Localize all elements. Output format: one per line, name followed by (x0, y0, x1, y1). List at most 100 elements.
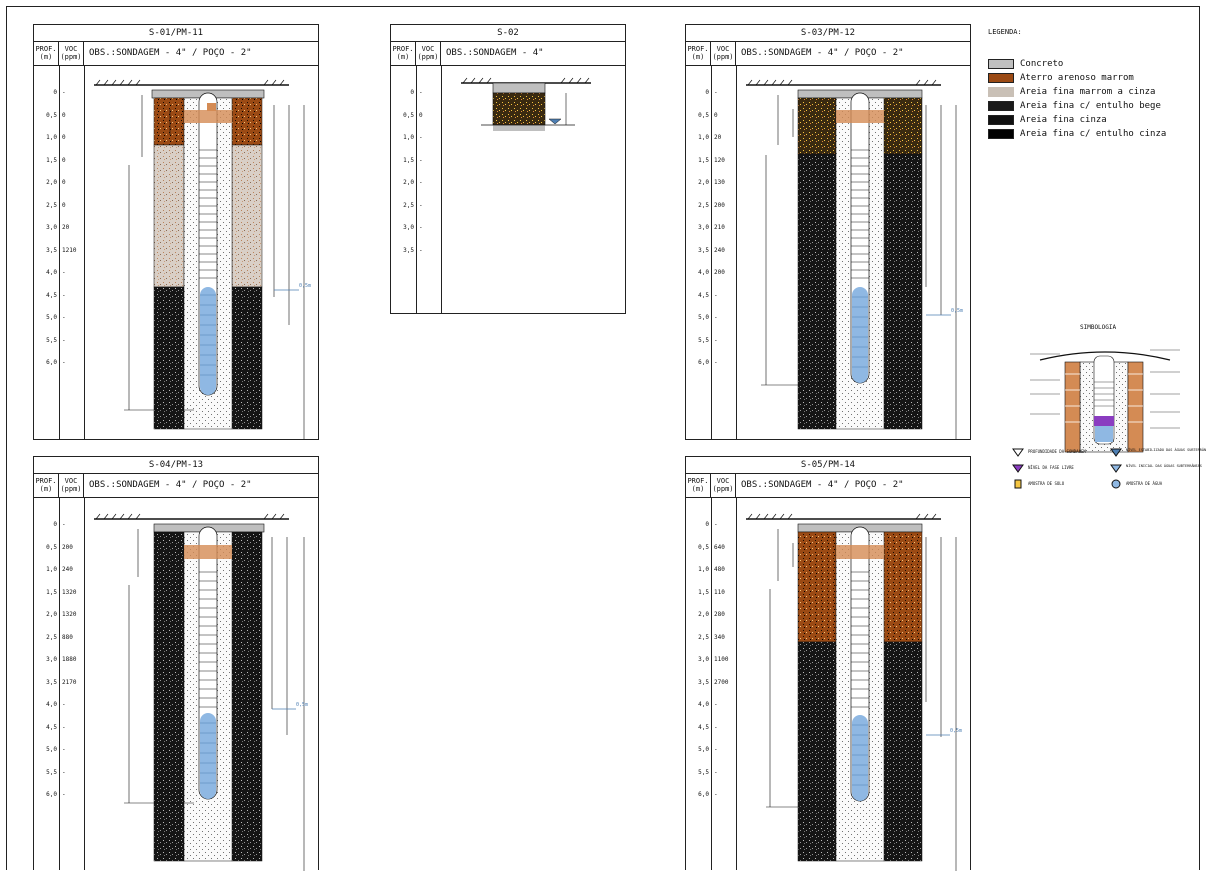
depth-value: 3,0 (46, 656, 57, 663)
depth-value: 2,0 (403, 179, 414, 186)
depth-row: 4,5- (34, 723, 84, 733)
voc-value: - (62, 359, 66, 366)
water-initial-icon (1110, 464, 1122, 473)
depth-value: 2,5 (403, 201, 414, 209)
depth-value: 2,5 (698, 201, 709, 209)
depth-value: 5,0 (46, 314, 57, 321)
voc-value: - (419, 134, 423, 141)
voc-value: 110 (714, 588, 725, 596)
log-header: PROF.(m) VOC(ppm) OBS.:SONDAGEM - 4" / P… (34, 41, 318, 66)
voc-value: - (62, 701, 66, 708)
log-header: PROF.(m) VOC(ppm) OBS.:SONDAGEM - 4" / P… (686, 473, 970, 498)
depth-row: 6,0- (34, 790, 84, 800)
depth-row: 4,0- (34, 700, 84, 710)
voc-value: 2170 (62, 678, 77, 686)
voc-value: 1210 (62, 246, 77, 254)
depth-value: 1,5 (46, 156, 57, 164)
depth-row: 5,0- (686, 745, 736, 755)
voc-value: 210 (714, 224, 725, 231)
depth-row: 0- (34, 520, 84, 530)
voc-value: 0 (62, 156, 66, 164)
voc-value: - (419, 89, 423, 96)
na-label: 0,5m (299, 283, 311, 289)
depth-value: 2,0 (46, 179, 57, 186)
voc-value: - (419, 179, 423, 186)
voc-value: 2700 (714, 678, 729, 686)
depth-value: 3,0 (46, 224, 57, 231)
well-profile-s05: 0,5m (746, 513, 962, 871)
log-panel-s02: S-02 PROF.(m) VOC(ppm) OBS.:SONDAGEM - 4… (390, 24, 626, 314)
depth-value: 5,0 (698, 746, 709, 753)
prof-header: PROF.(m) (686, 41, 711, 65)
voc-value: 0 (62, 201, 66, 209)
depth-row: 5,5- (34, 336, 84, 346)
depth-row: 5,5- (686, 768, 736, 778)
voc-header: VOC(ppm) (711, 473, 736, 497)
voc-value: 200 (62, 543, 73, 551)
water-stabilized-icon (1110, 448, 1122, 457)
depth-row: 3,5 2170 (34, 678, 84, 688)
depth-row: 4,5- (34, 291, 84, 301)
voc-header: VOC(ppm) (59, 41, 84, 65)
voc-value: 1100 (714, 656, 729, 663)
well-profile-s03: 0,5m (746, 79, 963, 439)
voc-value: - (62, 291, 66, 299)
depth-value: 0 (410, 89, 414, 96)
voc-value: - (62, 336, 66, 344)
depth-value: 3,0 (698, 656, 709, 663)
depth-value: 3,5 (46, 678, 57, 686)
log-title: S-01/PM-11 (34, 25, 318, 42)
voc-value: - (714, 521, 718, 528)
legend-item-areia-cinza: Areia fina cinza (988, 114, 1198, 128)
symbology-label: PROFUNDIDADE DA SONDAGEM (1028, 449, 1086, 454)
voc-value: - (714, 701, 718, 708)
symbology-diagram (1030, 349, 1180, 453)
voc-header: VOC(ppm) (711, 41, 736, 65)
voc-value: 340 (714, 633, 725, 641)
depth-value: 6,0 (46, 359, 57, 366)
log-panel-s01: S-01/PM-11 PROF.(m) VOC(ppm) OBS.:SONDAG… (33, 24, 319, 440)
depth-row: 2,0- (391, 178, 441, 188)
na-label: 0,5m (950, 728, 962, 734)
depth-value: 6,0 (698, 359, 709, 366)
na-label: 0,5m (951, 308, 963, 314)
depth-value: 4,5 (46, 723, 57, 731)
depth-value: 0 (53, 89, 57, 96)
na-label: 0,5m (296, 702, 308, 708)
well-profile-s01: 0,5m (94, 79, 311, 439)
depth-value: 0 (53, 521, 57, 528)
log-header: PROF.(m) VOC(ppm) OBS.:SONDAGEM - 4" / P… (34, 473, 318, 498)
voc-value: 1880 (62, 656, 77, 663)
depth-value: 2,5 (46, 633, 57, 641)
prof-header: PROF.(m) (686, 473, 711, 497)
symbology-label: AMOSTRA DE SOLO (1028, 481, 1065, 486)
log-header: PROF.(m) VOC(ppm) OBS.:SONDAGEM - 4" (391, 41, 625, 66)
voc-value: - (62, 314, 66, 321)
obs-note: OBS.:SONDAGEM - 4" (446, 48, 544, 58)
depth-value: 4,5 (698, 291, 709, 299)
depth-row: 5,5- (686, 336, 736, 346)
depth-row: 5,0- (34, 745, 84, 755)
depth-row: 5,0- (34, 313, 84, 323)
legend-title: LEGENDA: (988, 28, 1022, 36)
legend: LEGENDA: Concreto Aterro arenoso marrom … (988, 28, 1198, 158)
depth-value: 2,0 (46, 611, 57, 618)
log-title: S-04/PM-13 (34, 457, 318, 474)
depth-row: 5,0- (686, 313, 736, 323)
depth-row: 1,5- (391, 156, 441, 166)
voc-value: - (714, 291, 718, 299)
voc-value: 1320 (62, 588, 77, 596)
obs-note: OBS.:SONDAGEM - 4" / POÇO - 2" (89, 48, 252, 58)
voc-value: - (62, 791, 66, 798)
depth-row: 0- (34, 88, 84, 98)
